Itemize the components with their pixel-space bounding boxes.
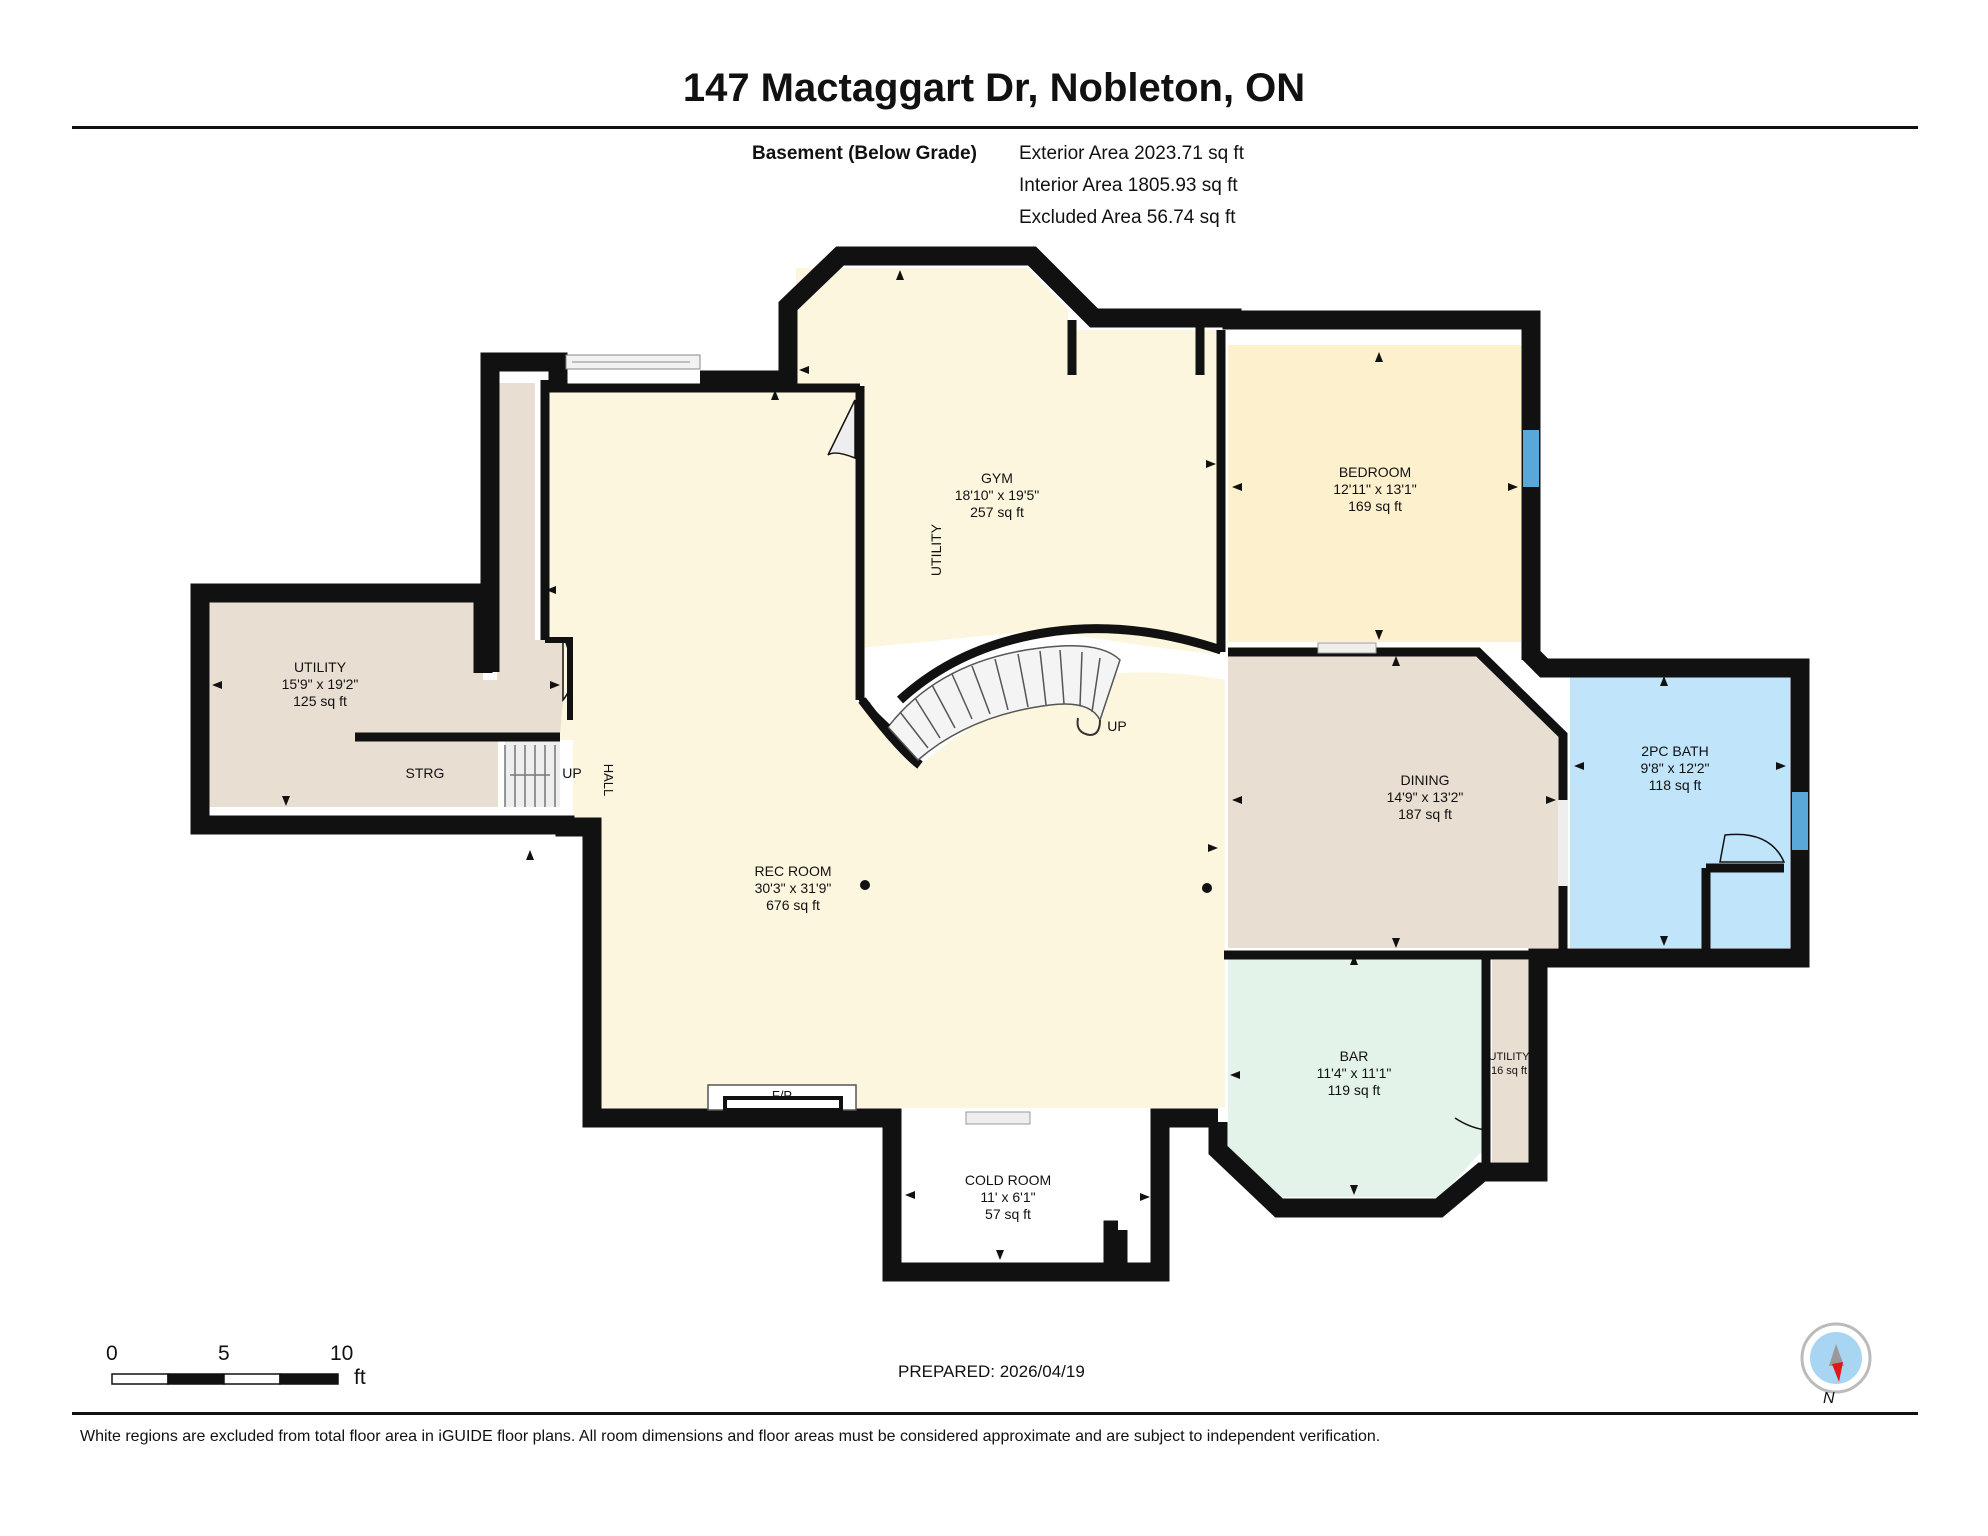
cold-room-door-opening xyxy=(965,1111,1031,1125)
bedroom-name: BEDROOM xyxy=(1339,464,1411,480)
small-staircase xyxy=(504,745,556,807)
column-2 xyxy=(1202,883,1212,893)
utility-vertical-label: UTILITY xyxy=(928,523,944,576)
prepared-date: PREPARED: 2026/04/19 xyxy=(898,1362,1085,1381)
disclaimer: White regions are excluded from total fl… xyxy=(80,1428,1381,1445)
rec-room-dims: 30'3" x 31'9" xyxy=(755,880,832,896)
compass-icon xyxy=(1800,1322,1872,1394)
strg-label: STRG xyxy=(406,765,445,781)
strg-room xyxy=(355,737,498,807)
rec-room-area: 676 sq ft xyxy=(766,897,820,913)
cold-room xyxy=(902,1140,1152,1262)
cold-room-area: 57 sq ft xyxy=(985,1206,1031,1222)
stairs-small-area xyxy=(505,740,560,807)
room-labels: GYM 18'10" x 19'5" 257 sq ft BEDROOM 12'… xyxy=(282,464,1710,1222)
bedroom-area: 169 sq ft xyxy=(1348,498,1402,514)
dining-door-opening xyxy=(1317,642,1377,654)
bedroom-dims: 12'11" x 13'1" xyxy=(1333,481,1417,497)
rec-room-left-wall xyxy=(545,637,573,720)
bar-name: BAR xyxy=(1340,1048,1369,1064)
scale-bar xyxy=(111,1373,339,1385)
dining-area: 187 sq ft xyxy=(1398,806,1452,822)
scale-unit: ft xyxy=(354,1366,366,1389)
floor-label: Basement (Below Grade) xyxy=(752,143,977,164)
dining-room xyxy=(1228,655,1560,948)
dining-dims: 14'9" x 13'2" xyxy=(1387,789,1464,805)
up-curved-label: UP xyxy=(1107,718,1126,734)
bar-dims: 11'4" x 11'1" xyxy=(1317,1065,1392,1081)
up-small-label: UP xyxy=(562,765,581,781)
compass-north-label: N xyxy=(1823,1390,1835,1407)
bedroom-room xyxy=(1228,345,1521,642)
scale-tick-5: 5 xyxy=(218,1342,230,1365)
bath-room xyxy=(1570,673,1790,948)
exterior-area: Exterior Area 2023.71 sq ft xyxy=(1019,143,1244,164)
bath-window xyxy=(1792,792,1808,850)
bath-name: 2PC BATH xyxy=(1641,743,1708,759)
interior-area: Interior Area 1805.93 sq ft xyxy=(1019,175,1238,196)
rec-room xyxy=(545,388,1225,1108)
utility-small-name: UTILITY xyxy=(1489,1051,1531,1063)
gym-room xyxy=(796,268,1221,654)
bath-area: 118 sq ft xyxy=(1649,777,1702,793)
rec-room-name: REC ROOM xyxy=(755,863,832,879)
dining-name: DINING xyxy=(1401,772,1450,788)
cold-room-name: COLD ROOM xyxy=(965,1172,1051,1188)
walls xyxy=(190,246,1810,1282)
bar-area: 119 sq ft xyxy=(1328,1082,1381,1098)
bar-room xyxy=(1228,952,1483,1197)
cold-room-dims: 11' x 6'1" xyxy=(980,1189,1035,1205)
hall-label: HALL xyxy=(601,764,616,797)
scale-tick-10: 10 xyxy=(330,1342,354,1365)
curved-staircase xyxy=(887,644,1121,762)
bath-dims: 9'8" x 12'2" xyxy=(1641,760,1710,776)
utility-west-room xyxy=(208,383,563,807)
utility-west-name: UTILITY xyxy=(294,659,347,675)
footer-rule xyxy=(72,1412,1918,1415)
gym-name: GYM xyxy=(981,470,1013,486)
dimension-arrows xyxy=(212,270,1786,1260)
column-1 xyxy=(860,880,870,890)
scale-tick-0: 0 xyxy=(106,1342,118,1365)
dining-bath-opening xyxy=(1558,800,1568,886)
fireplace-label: F/P xyxy=(772,1088,792,1103)
bedroom-window xyxy=(1523,430,1539,487)
door-swings xyxy=(562,399,1786,1131)
excluded-area: Excluded Area 56.74 sq ft xyxy=(1019,207,1236,228)
fireplace xyxy=(707,1084,857,1112)
utility-small-area: 16 sq ft xyxy=(1491,1065,1527,1077)
utility-small-room xyxy=(1492,960,1532,1162)
utility-west-area: 125 sq ft xyxy=(293,693,347,709)
gym-area: 257 sq ft xyxy=(970,504,1024,520)
gym-dims: 18'10" x 19'5" xyxy=(955,487,1040,503)
page-title: 147 Mactaggart Dr, Nobleton, ON xyxy=(682,66,1306,110)
utility-west-dims: 15'9" x 19'2" xyxy=(282,676,359,692)
header-rule xyxy=(72,126,1918,129)
